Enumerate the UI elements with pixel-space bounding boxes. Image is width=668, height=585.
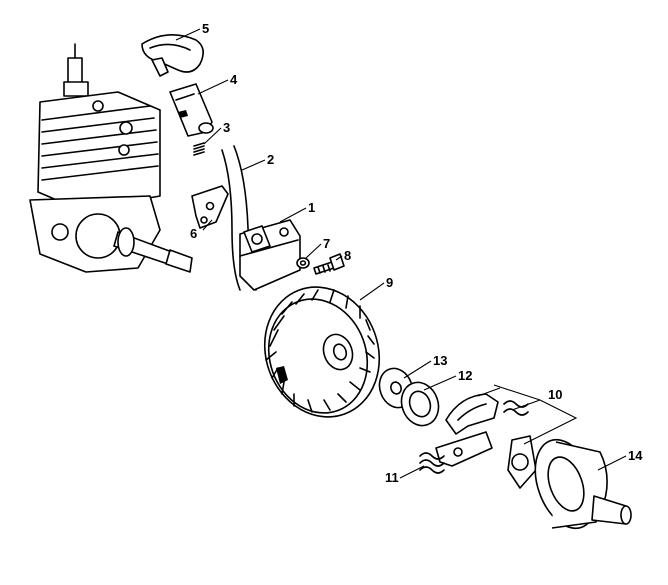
callout-7: 7: [323, 236, 330, 251]
part-14-drum: [534, 438, 632, 530]
callout-1: 1: [308, 200, 315, 215]
engine-assembly: [29, 43, 193, 273]
part-11-spring: [419, 452, 445, 474]
callout-12: 12: [458, 368, 472, 383]
part-8-screw: [313, 253, 345, 275]
part-1-ignition-module: [239, 219, 301, 291]
part-3-spring: [193, 142, 205, 156]
part-12-ring: [400, 381, 440, 427]
callout-11: 11: [385, 470, 399, 485]
part-9-flywheel: [263, 286, 381, 418]
callout-3: 3: [223, 120, 230, 135]
callout-8: 8: [344, 248, 351, 263]
part-7-washer: [296, 257, 310, 269]
callout-labels: 5 4 3 2 1 6 7 8 9 13 12 10 11 14: [190, 21, 643, 485]
callout-13: 13: [433, 353, 447, 368]
part-10-clutch: [435, 393, 537, 489]
callout-4: 4: [230, 72, 238, 87]
callout-9: 9: [386, 275, 393, 290]
leader-lines: [175, 28, 627, 479]
part-5-boot: [141, 34, 204, 77]
callout-10: 10: [548, 387, 562, 402]
part-6-bracket: [191, 185, 229, 229]
callout-6: 6: [190, 226, 197, 241]
callout-14: 14: [628, 448, 643, 463]
callout-5: 5: [202, 21, 209, 36]
callout-2: 2: [267, 152, 274, 167]
part-4-sleeve: [169, 83, 214, 137]
